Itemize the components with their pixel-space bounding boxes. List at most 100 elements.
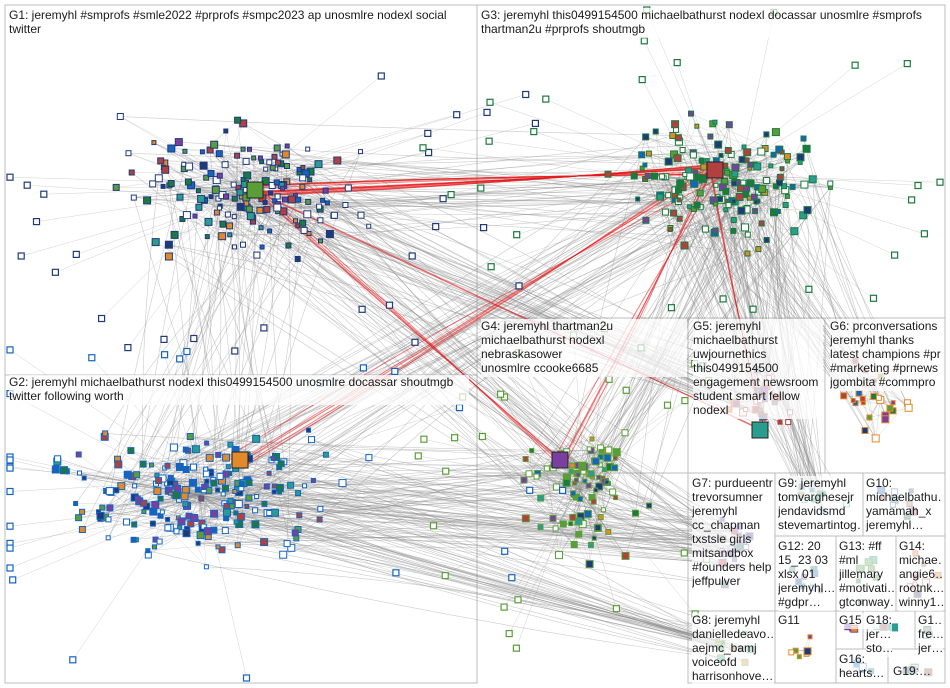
node (183, 212, 190, 219)
node (560, 487, 566, 493)
node (736, 194, 743, 201)
node (212, 186, 219, 193)
node (317, 204, 322, 209)
node (235, 501, 242, 508)
node (228, 442, 233, 447)
node (185, 179, 191, 185)
node (103, 431, 108, 436)
node (588, 543, 593, 548)
node (170, 444, 177, 451)
node (514, 232, 520, 238)
group-label-g2: G2: jeremyhl michaelbathurst nodexl this… (9, 375, 469, 405)
node (216, 151, 222, 157)
node (841, 393, 847, 399)
edge (10, 177, 263, 184)
group-label-g3: G3: jeremyhl this0499154500 michaelbathu… (481, 8, 943, 38)
group-label-g1: G1: jeremyhl #smprofs #smle2022 #prprofs… (9, 8, 475, 38)
node (738, 207, 745, 214)
node (224, 194, 229, 199)
hub-node (552, 452, 568, 468)
node (643, 163, 647, 167)
node (599, 449, 603, 453)
node (106, 517, 111, 522)
node (392, 368, 398, 374)
node (639, 77, 645, 83)
node (183, 530, 190, 537)
node (162, 166, 169, 173)
node (498, 391, 504, 397)
node (560, 521, 566, 527)
node (52, 466, 59, 473)
node (205, 235, 209, 239)
node (233, 245, 237, 249)
node (227, 223, 233, 229)
node (745, 232, 750, 237)
node (272, 484, 276, 488)
node (677, 180, 684, 187)
node (308, 178, 312, 182)
node (254, 252, 260, 258)
node (157, 539, 162, 544)
node (591, 499, 596, 504)
node (174, 529, 179, 534)
node (592, 536, 596, 540)
node (225, 212, 230, 217)
hub-node (232, 452, 248, 468)
group-label-g19: G19:… (893, 664, 943, 680)
node (259, 226, 263, 230)
node (713, 120, 717, 124)
node (723, 163, 728, 168)
node (211, 480, 217, 486)
node (806, 286, 812, 292)
node (641, 38, 647, 44)
edge (21, 195, 235, 256)
node (862, 428, 868, 434)
node (481, 225, 487, 231)
node (297, 168, 301, 172)
node (732, 171, 738, 177)
node (583, 479, 587, 483)
node (7, 347, 13, 353)
node (70, 657, 76, 663)
node (681, 550, 687, 556)
node (532, 120, 538, 126)
node (393, 570, 399, 576)
node (131, 195, 136, 200)
node (226, 465, 230, 469)
node (756, 247, 761, 252)
node (171, 231, 178, 238)
node (798, 160, 802, 164)
node (292, 530, 298, 536)
node (232, 215, 236, 219)
node (871, 394, 877, 400)
node (168, 181, 174, 187)
node (41, 191, 47, 197)
node (570, 463, 575, 468)
node (506, 631, 512, 637)
node (516, 283, 522, 289)
node (178, 518, 185, 525)
node (597, 475, 601, 479)
node (183, 502, 188, 507)
node (285, 164, 290, 169)
node (191, 515, 198, 522)
node (76, 452, 81, 457)
node (797, 154, 804, 161)
node (676, 187, 682, 193)
node (724, 208, 728, 212)
node (165, 253, 172, 260)
node (209, 472, 213, 476)
node (543, 96, 549, 102)
node (872, 435, 879, 442)
node (454, 112, 460, 118)
node (586, 561, 593, 568)
node (217, 473, 223, 479)
node (653, 129, 658, 134)
node (828, 181, 833, 186)
node (228, 233, 232, 237)
node (809, 176, 816, 183)
group-label-g11: G11 (778, 613, 834, 629)
node (154, 488, 161, 495)
node (177, 356, 183, 362)
node (598, 515, 603, 520)
